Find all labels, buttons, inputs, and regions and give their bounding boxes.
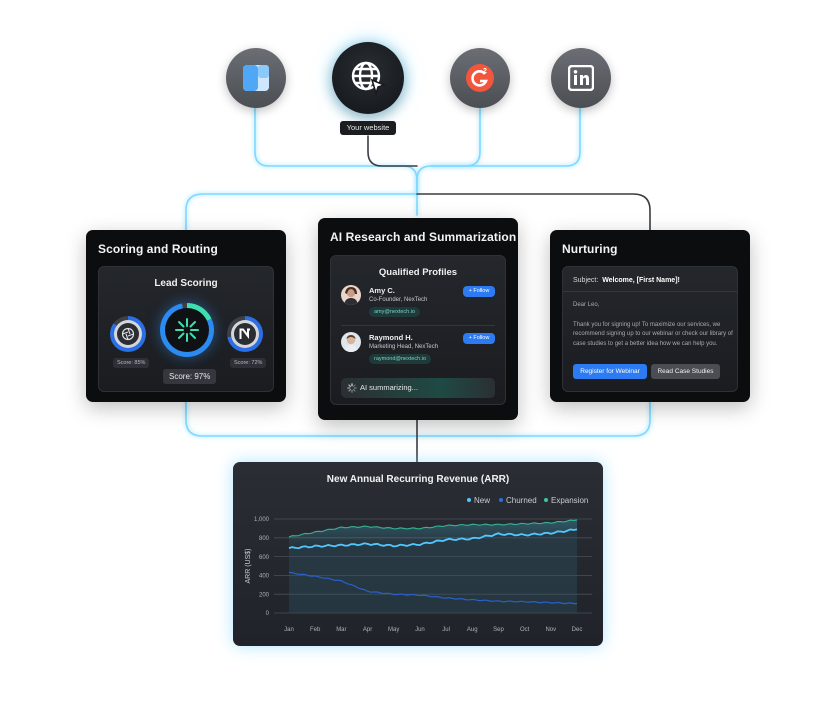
legend-label-churned: Churned bbox=[506, 496, 537, 505]
legend-expansion: Expansion bbox=[544, 496, 588, 505]
layout-app-glyph bbox=[243, 65, 269, 91]
profile-email: raymond@nextech.io bbox=[369, 354, 432, 364]
qualified-profiles-panel: Qualified Profiles Amy C. Co-Founder, Ne… bbox=[330, 255, 506, 405]
linkedin-icon[interactable] bbox=[551, 48, 611, 108]
profile-email: amy@nextech.io bbox=[369, 307, 421, 317]
legend-dot-expansion bbox=[544, 497, 548, 502]
legend-label-expansion: Expansion bbox=[551, 496, 589, 505]
scoring-card: Scoring and Routing Lead Scoring Score: … bbox=[86, 230, 286, 402]
legend-label-new: New bbox=[474, 496, 491, 505]
lead-scoring-title: Lead Scoring bbox=[154, 278, 218, 289]
email-body-text: Thank you for signing up! To maximize ou… bbox=[573, 322, 733, 347]
linkedin-glyph bbox=[568, 65, 594, 91]
legend-new: New bbox=[467, 496, 490, 505]
avatar-raymond bbox=[341, 332, 361, 352]
area-under-new bbox=[289, 529, 577, 613]
score-left-label: Score: 85% bbox=[113, 358, 150, 368]
research-card-title: AI Research and Summarization bbox=[330, 230, 517, 244]
globe-glyph bbox=[351, 61, 387, 96]
x-tick-label: Mar bbox=[336, 627, 346, 633]
x-tick-label: Sep bbox=[493, 627, 504, 633]
profile-divider bbox=[341, 325, 495, 326]
x-tick-label: Feb bbox=[310, 627, 321, 633]
x-tick-label: Jan bbox=[284, 627, 294, 633]
globe-cursor-icon[interactable] bbox=[332, 42, 404, 114]
email-preview-panel: Subject: Welcome, [First Name]! Dear Leo… bbox=[562, 266, 738, 392]
svg-text:2: 2 bbox=[483, 68, 487, 75]
g2-icon[interactable]: 2 bbox=[450, 48, 510, 108]
scoring-card-title: Scoring and Routing bbox=[98, 242, 218, 256]
profile-name: Raymond H. bbox=[369, 333, 413, 342]
profile-name: Amy C. bbox=[369, 286, 395, 295]
nurturing-card-title: Nurturing bbox=[562, 242, 618, 256]
n-logo-icon bbox=[239, 328, 250, 339]
x-tick-label: Apr bbox=[363, 627, 372, 633]
subject-text: Welcome, [First Name]! bbox=[602, 277, 680, 284]
research-card: AI Research and Summarization Qualified … bbox=[318, 218, 518, 420]
score-ring-right bbox=[227, 316, 263, 352]
score-ring-center bbox=[160, 303, 214, 357]
ai-status-text: AI summarizing... bbox=[360, 383, 418, 392]
y-tick-label: 1,000 bbox=[254, 517, 270, 523]
chart-title: New Annual Recurring Revenue (ARR) bbox=[326, 474, 510, 485]
qualified-profiles-title: Qualified Profiles bbox=[378, 267, 458, 278]
y-tick-label: 400 bbox=[259, 574, 270, 580]
avatar-amy bbox=[341, 285, 361, 305]
spinner-icon bbox=[347, 383, 357, 393]
layout-app-icon[interactable] bbox=[226, 48, 286, 108]
x-tick-label: Aug bbox=[467, 627, 478, 633]
follow-button[interactable]: + Follow bbox=[463, 333, 495, 344]
g2-glyph: 2 bbox=[466, 64, 494, 92]
register-webinar-button[interactable]: Register for Webinar bbox=[573, 364, 647, 379]
y-axis-label: ARR (US$) bbox=[245, 548, 252, 583]
email-greeting: Dear Leo, bbox=[573, 302, 600, 308]
sparkle-icon bbox=[175, 318, 199, 342]
ai-summarizing-bar: AI summarizing... bbox=[341, 378, 495, 398]
x-tick-label: Jun bbox=[415, 627, 425, 633]
aperture-icon bbox=[121, 327, 135, 341]
profile-role: Marketing Head, NexTech bbox=[369, 344, 439, 350]
x-tick-label: Jul bbox=[442, 627, 450, 633]
legend-churned: Churned bbox=[499, 496, 537, 505]
x-tick-label: Nov bbox=[545, 627, 556, 633]
nurturing-card: Nurturing Subject: Welcome, [First Name]… bbox=[550, 230, 750, 402]
x-tick-label: Oct bbox=[520, 627, 530, 633]
subject-label: Subject: bbox=[573, 277, 599, 284]
series-line-new bbox=[288, 528, 578, 550]
series-line-expansion bbox=[288, 519, 578, 538]
score-right-label: Score: 72% bbox=[230, 358, 267, 368]
y-tick-label: 600 bbox=[259, 555, 270, 561]
x-tick-label: May bbox=[388, 627, 399, 633]
follow-button[interactable]: + Follow bbox=[463, 286, 495, 297]
series-line-churned bbox=[288, 571, 578, 605]
legend-dot-churned bbox=[499, 497, 503, 502]
email-subject: Subject: Welcome, [First Name]! bbox=[573, 277, 680, 284]
legend-dot-new bbox=[467, 497, 471, 502]
y-tick-label: 800 bbox=[259, 536, 270, 542]
website-tooltip: Your website bbox=[340, 121, 396, 135]
subject-divider bbox=[563, 291, 737, 292]
score-ring-left bbox=[110, 316, 146, 352]
y-tick-label: 0 bbox=[266, 611, 270, 617]
y-tick-label: 200 bbox=[259, 592, 270, 598]
arr-chart-card: New Annual Recurring Revenue (ARR) New C… bbox=[233, 462, 603, 646]
read-case-studies-button[interactable]: Read Case Studies bbox=[651, 364, 720, 379]
score-center-label: Score: 97% bbox=[163, 369, 217, 384]
x-tick-label: Dec bbox=[572, 627, 583, 633]
lead-scoring-panel: Lead Scoring Score: 85% bbox=[98, 266, 274, 392]
profile-role: Co-Founder, NexTech bbox=[369, 297, 428, 303]
